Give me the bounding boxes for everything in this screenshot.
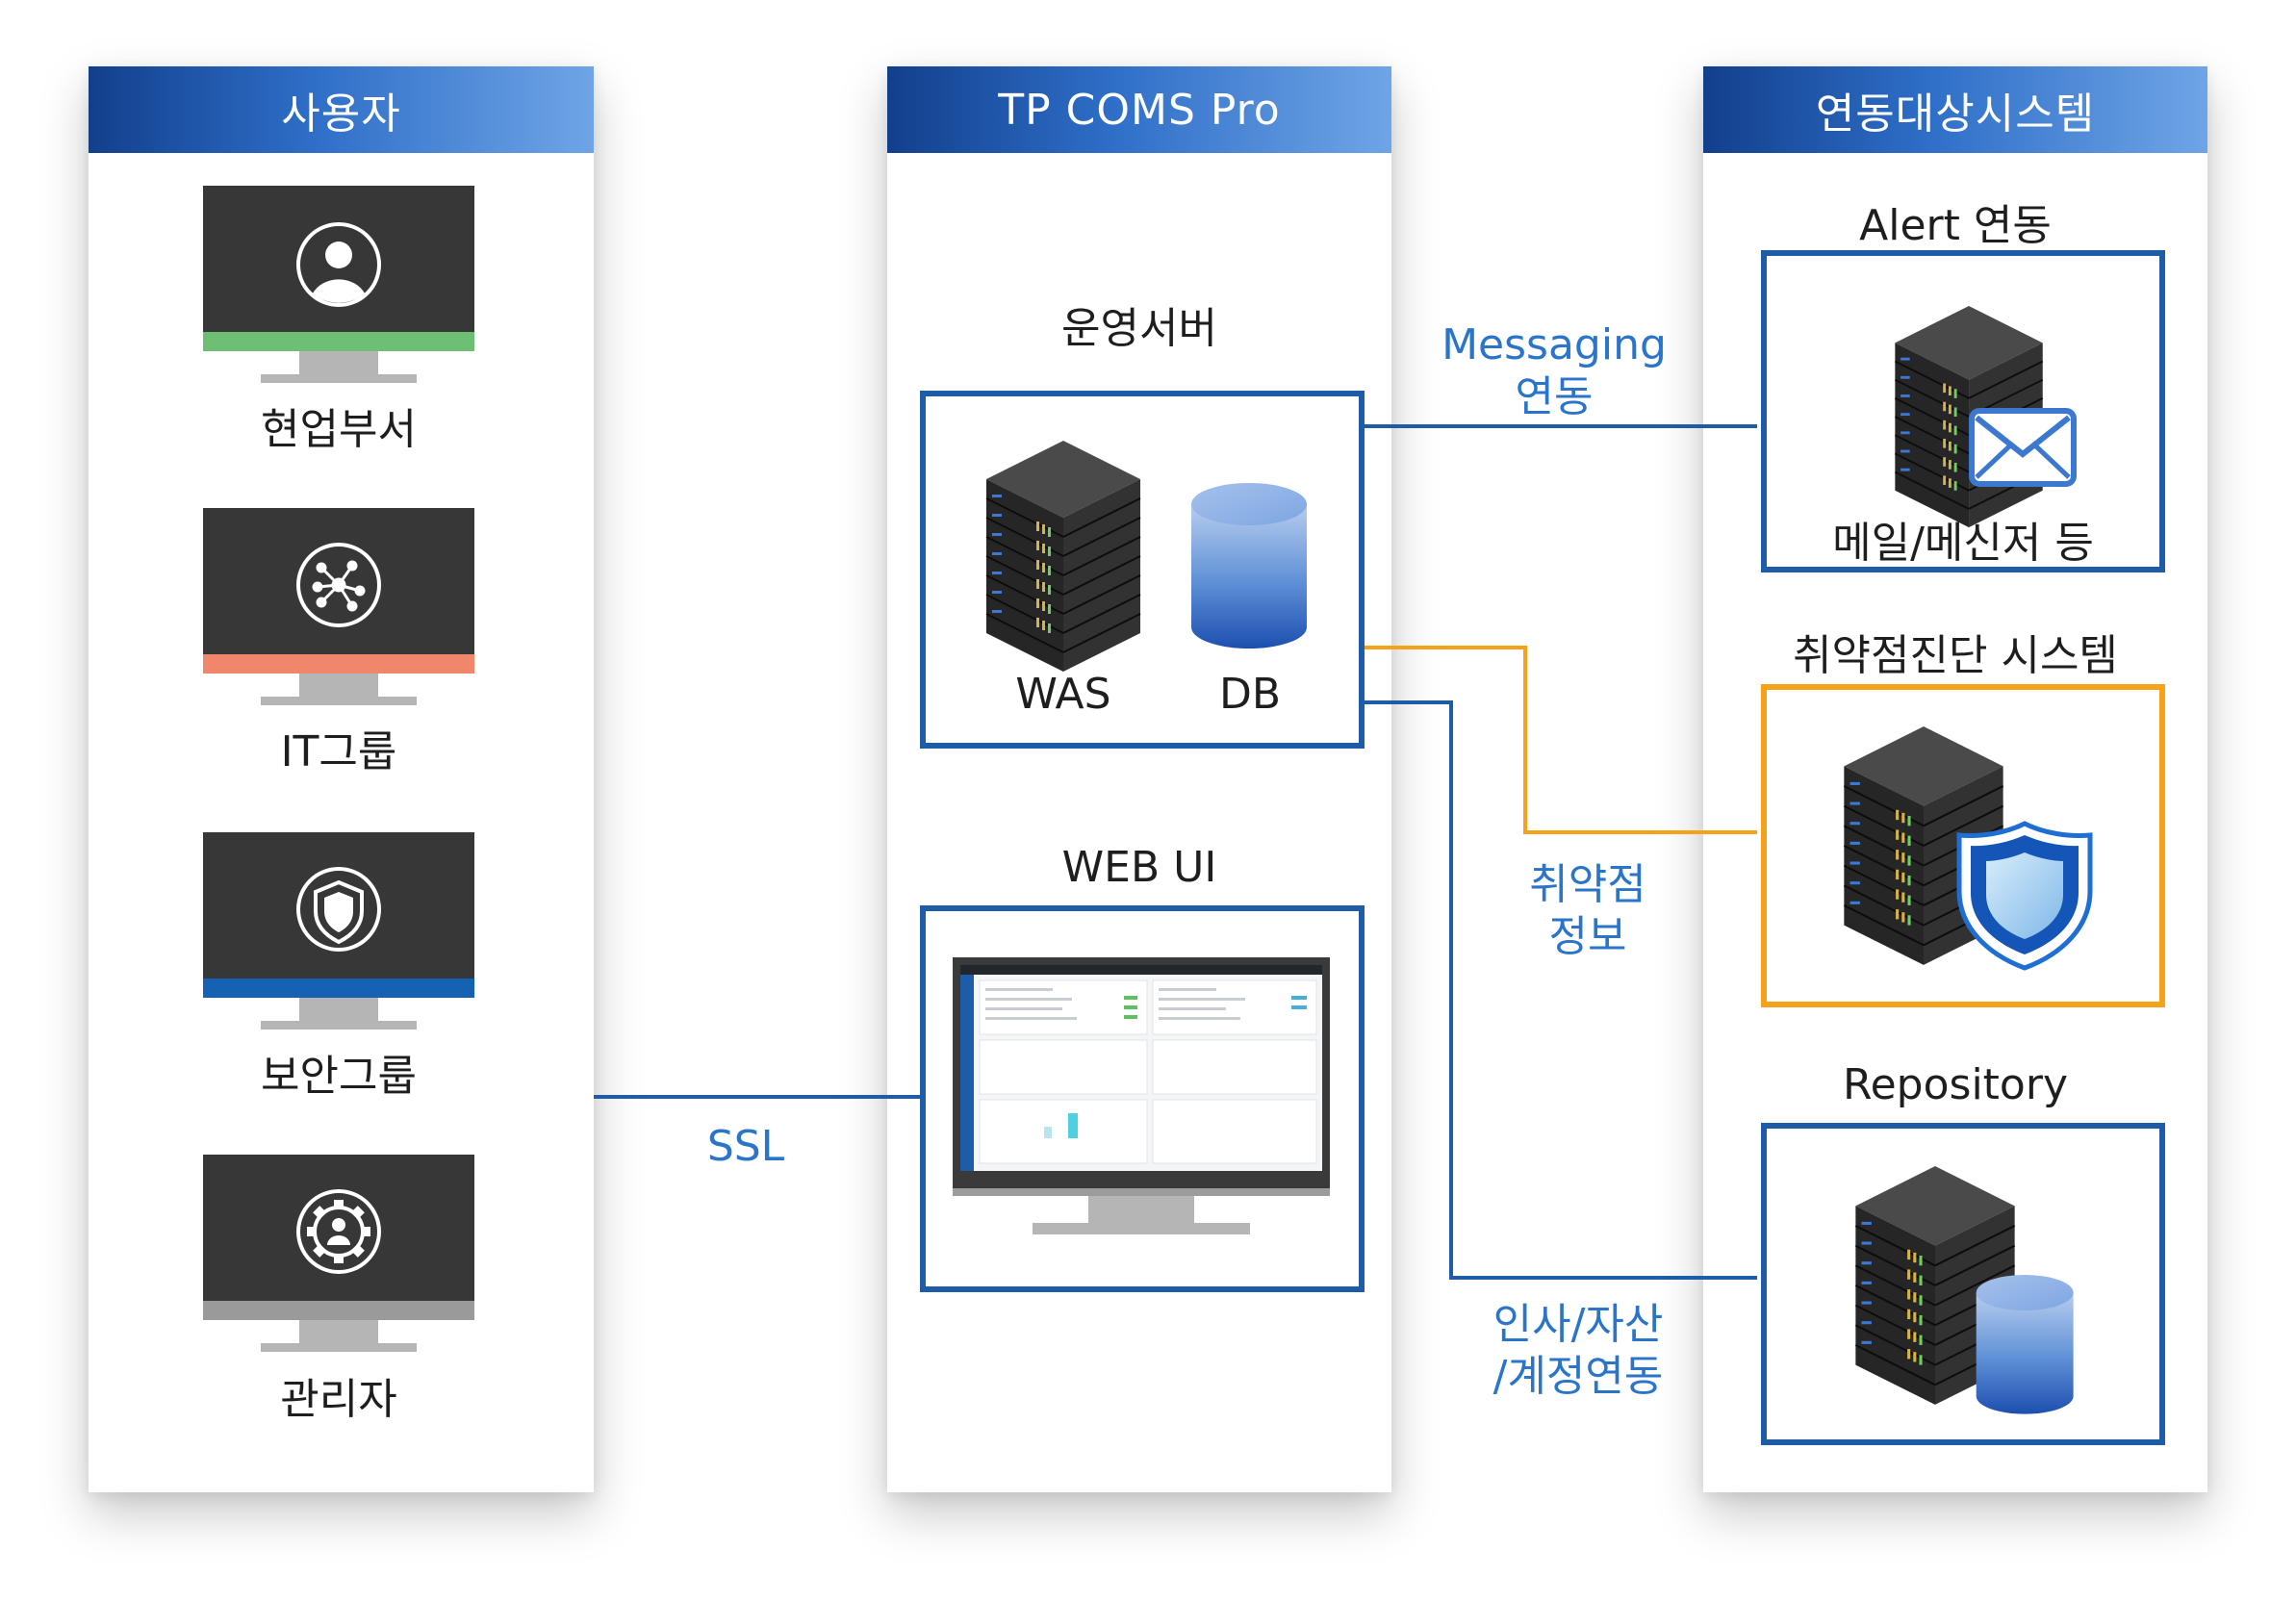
user-label-dept: 현업부서 [261,405,417,454]
messaging-label: Messaging 연동 [1441,320,1667,421]
web-ui-monitor [953,957,1330,1234]
vuln-info-label: 취약점 정보 [1529,860,1646,961]
targets-panel-header: 연동대상시스템 [1703,66,2207,153]
gear-user-icon [296,1189,381,1274]
envelope-icon [1969,408,2077,487]
repo-title: Repository [1843,1060,2068,1109]
monitor-security-group [203,832,474,1030]
ssl-label: SSL [706,1122,785,1171]
user-label-security: 보안그룹 [261,1052,417,1101]
hr-asset-label: 인사/자산 /계정연동 [1492,1300,1664,1401]
alert-title: Alert 연동 [1859,201,2052,250]
users-panel-header: 사용자 [89,66,594,153]
shield-icon [296,867,381,952]
monitor-user-dept [203,186,474,383]
vuln-title: 취약점진단 시스템 [1793,631,2118,680]
network-icon [296,543,381,627]
repo-box [1761,1123,2165,1445]
monitor-it-group [203,508,474,705]
alert-caption: 메일/메신저 등 [1832,519,2094,568]
monitor-admin [203,1155,474,1352]
db-icon [1191,483,1307,648]
repo-db-icon [1976,1275,2074,1414]
shield-badge-icon [1956,821,2093,971]
was-label: WAS [1015,670,1111,719]
db-label: DB [1218,670,1282,719]
user-label-admin: 관리자 [280,1375,397,1424]
ops-server-title: 운영서버 [1061,304,1217,353]
tpcoms-panel-header: TP COMS Pro [887,66,1391,153]
vuln-connector [1361,646,1757,834]
was-server-icon [985,440,1141,673]
web-ui-title: WEB UI [1061,843,1217,892]
user-icon [296,222,381,307]
user-label-it: IT그룹 [280,727,397,776]
hr-connector [1361,700,1757,1280]
